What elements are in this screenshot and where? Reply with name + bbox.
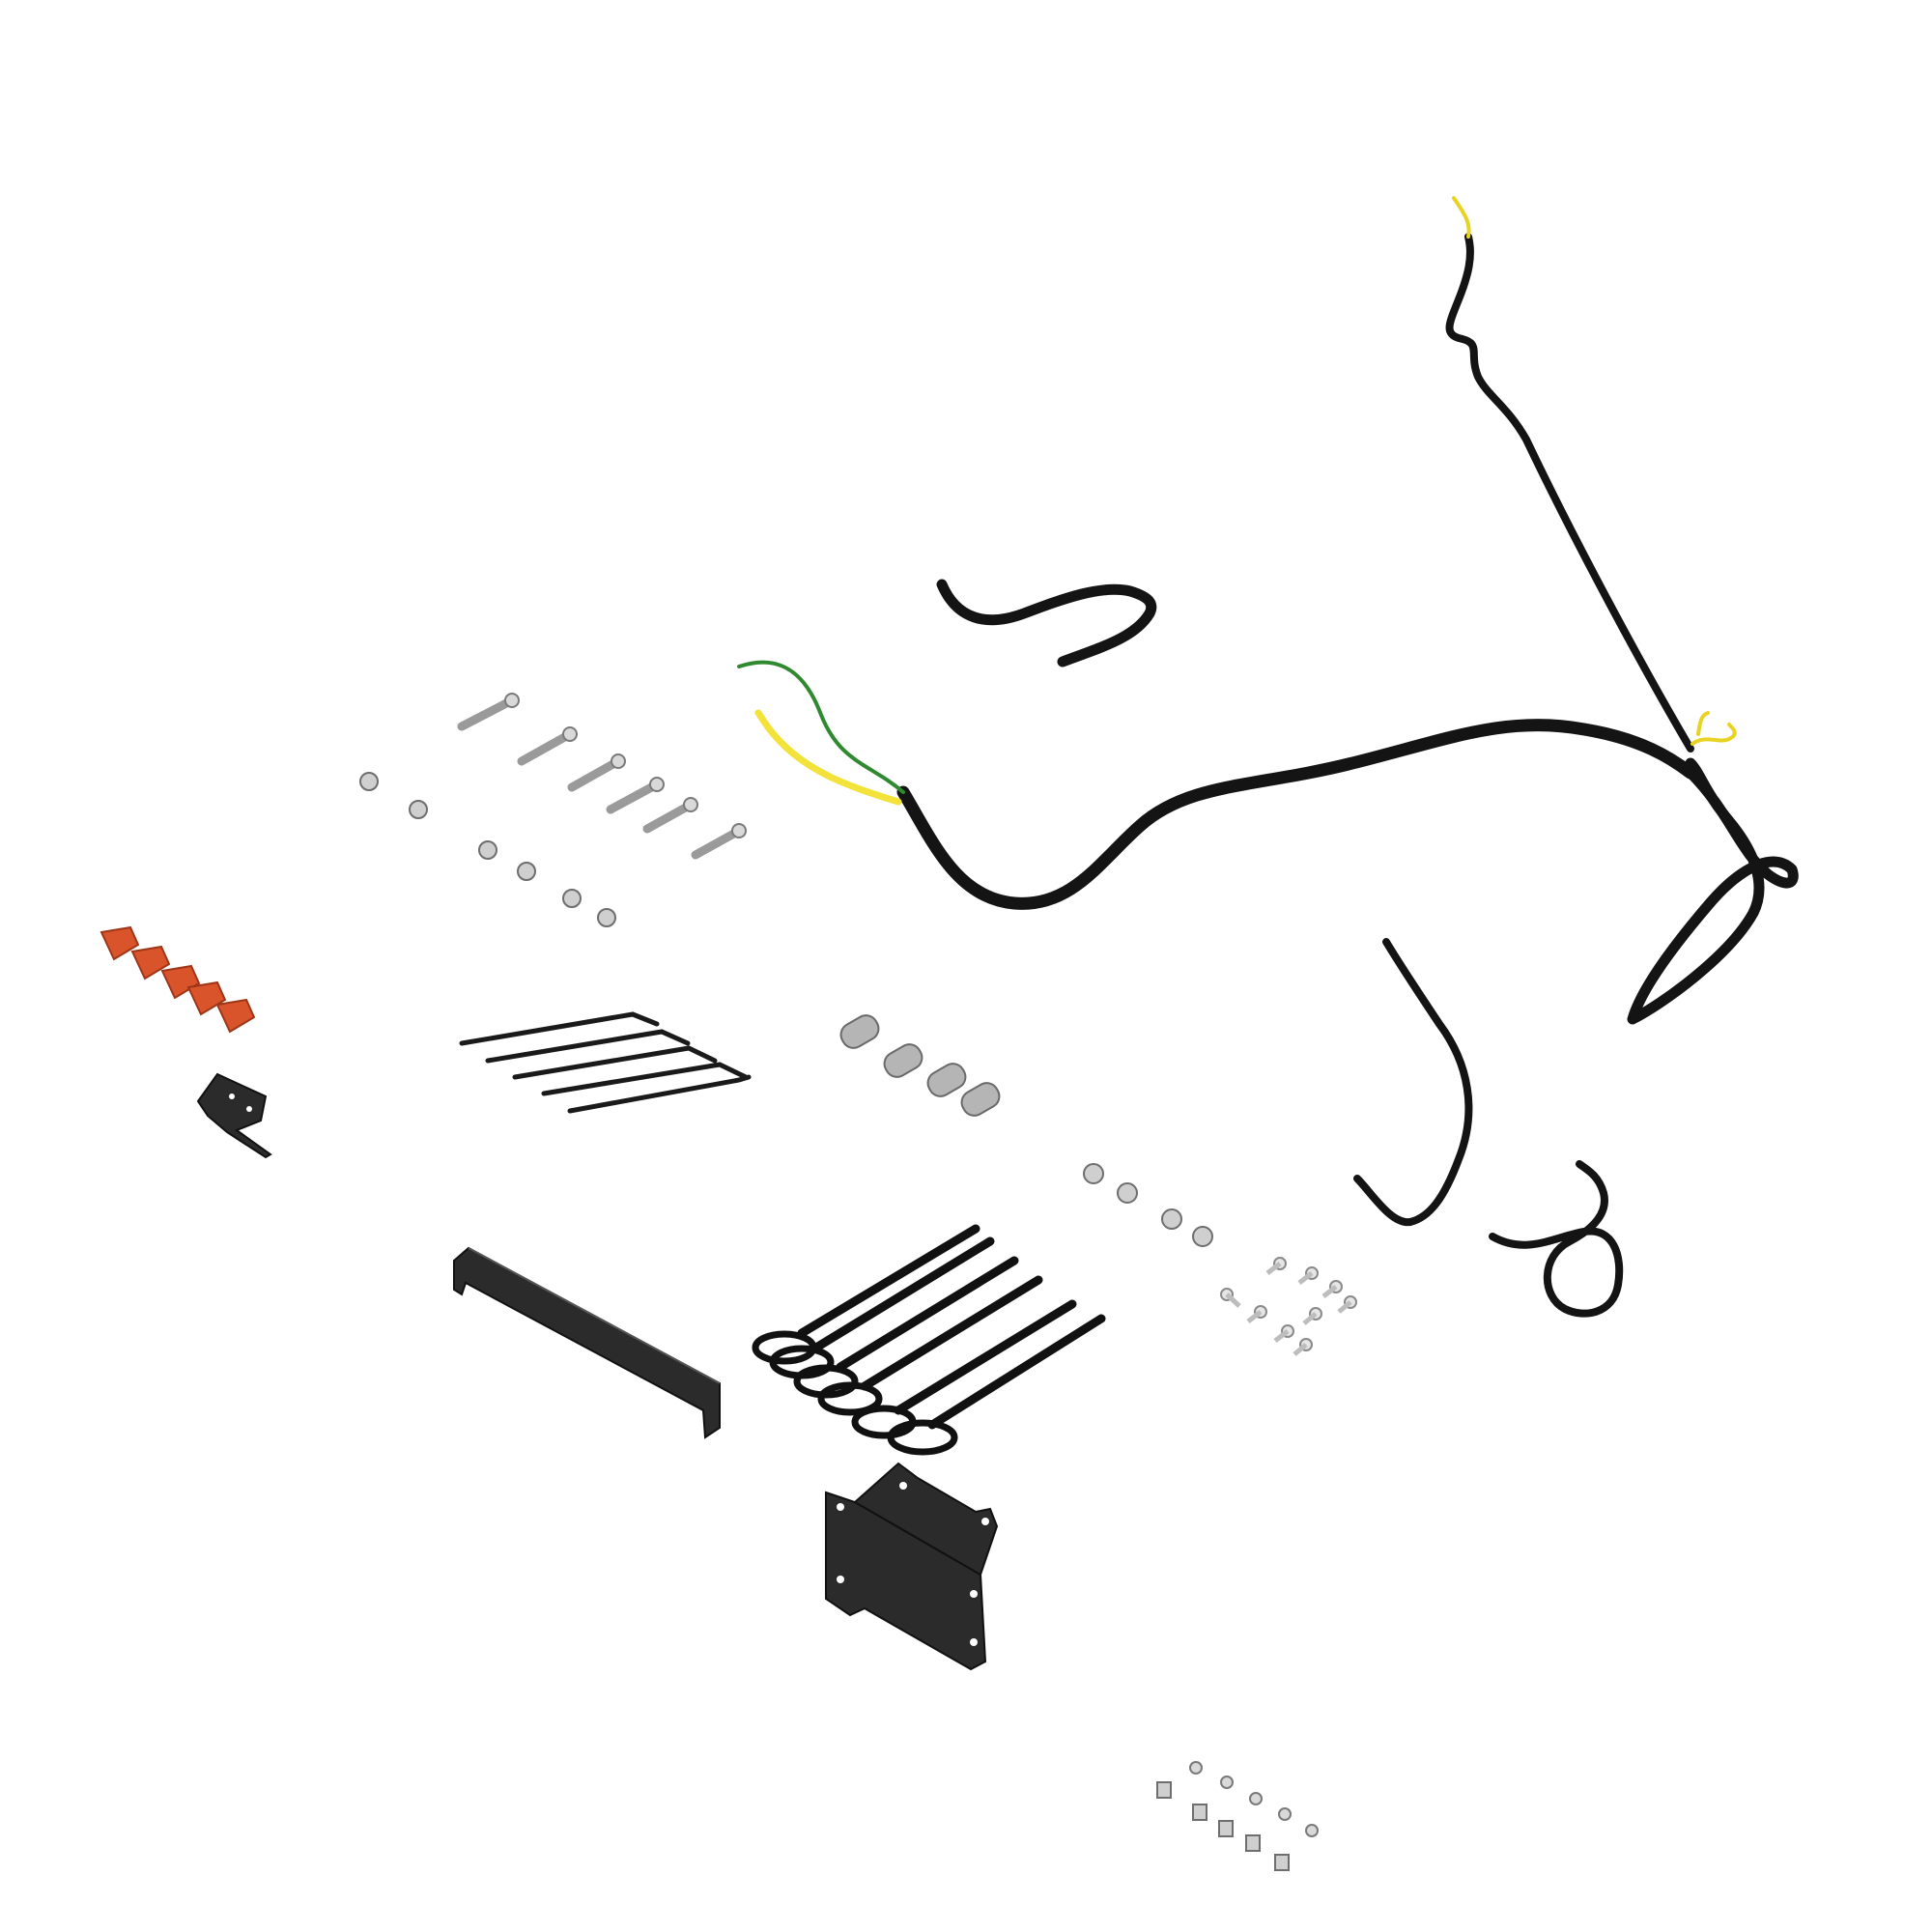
clip-5 xyxy=(1274,1854,1290,1871)
bolt-2 xyxy=(517,726,578,766)
thin-tie-5 xyxy=(567,1074,752,1114)
main-wire-harness xyxy=(737,196,1799,1025)
long-mounting-bracket xyxy=(453,1246,721,1439)
cage-nut-3 xyxy=(1161,1208,1182,1230)
heavy-cable-ties xyxy=(752,1224,1106,1456)
thin-cable-ties xyxy=(459,1011,752,1114)
terminal-1 xyxy=(1265,1257,1287,1275)
screw-3 xyxy=(1249,1792,1263,1805)
thin-tie-4 xyxy=(541,1062,749,1096)
terminal-2 xyxy=(1297,1266,1319,1285)
spacer-1 xyxy=(839,1014,880,1049)
cage-nut-2 xyxy=(1117,1182,1138,1204)
cap-2 xyxy=(130,945,171,980)
cage-nuts xyxy=(1083,1163,1213,1247)
terminal-5 xyxy=(1246,1305,1267,1323)
screw-2 xyxy=(1220,1776,1234,1789)
terminal-4 xyxy=(1220,1288,1241,1308)
screw-5 xyxy=(1305,1824,1319,1837)
long-bolts xyxy=(457,693,747,860)
heavy-tie-6 xyxy=(887,1314,1106,1456)
terminal-3 xyxy=(1321,1280,1343,1298)
nut-2 xyxy=(409,800,428,819)
cap-4 xyxy=(186,980,227,1016)
clip-3 xyxy=(1218,1820,1234,1837)
thin-tie-3 xyxy=(512,1045,718,1080)
heavy-tie-4 xyxy=(817,1275,1043,1416)
clip-1 xyxy=(1156,1781,1172,1799)
ring-terminals xyxy=(1220,1257,1357,1356)
nut-1 xyxy=(359,772,379,791)
nut-3 xyxy=(478,840,497,860)
bolt-6 xyxy=(691,823,747,860)
coiled-ground-lead xyxy=(1489,1160,1624,1318)
terminal-8 xyxy=(1337,1295,1357,1314)
small-screws-and-clips xyxy=(1156,1761,1319,1871)
bolt-1 xyxy=(457,693,520,731)
cap-5 xyxy=(215,998,256,1034)
cap-1 xyxy=(99,925,140,961)
bolt-4 xyxy=(606,777,665,814)
nut-4 xyxy=(517,862,536,881)
bolt-5 xyxy=(642,797,698,834)
terminal-9 xyxy=(1293,1338,1313,1356)
screw-1 xyxy=(1189,1761,1203,1775)
spacer-4 xyxy=(960,1082,1001,1117)
thin-tie-2 xyxy=(485,1029,691,1064)
nut-6 xyxy=(597,908,616,927)
spacer-3 xyxy=(926,1063,967,1097)
bolt-3 xyxy=(567,753,626,792)
flange-nuts xyxy=(359,772,616,927)
thin-tie-1 xyxy=(459,1011,660,1046)
terminal-7 xyxy=(1302,1307,1322,1325)
red-wire-caps xyxy=(99,925,256,1034)
clip-2 xyxy=(1192,1804,1208,1821)
cap-3 xyxy=(160,964,201,1000)
jumper-harness-short xyxy=(936,579,1157,668)
nut-5 xyxy=(562,889,582,908)
jumper-harness-curved xyxy=(1353,938,1473,1227)
clip-4 xyxy=(1245,1834,1261,1852)
terminal-6 xyxy=(1273,1324,1294,1343)
cage-nut-4 xyxy=(1192,1226,1213,1247)
mounting-plate-bracket xyxy=(825,1462,999,1671)
spacer-2 xyxy=(883,1043,923,1078)
cage-nut-1 xyxy=(1083,1163,1104,1184)
small-bracket xyxy=(196,1072,272,1159)
spacers xyxy=(839,1014,1001,1117)
screw-4 xyxy=(1278,1807,1292,1821)
heavy-tie-3 xyxy=(793,1256,1019,1399)
